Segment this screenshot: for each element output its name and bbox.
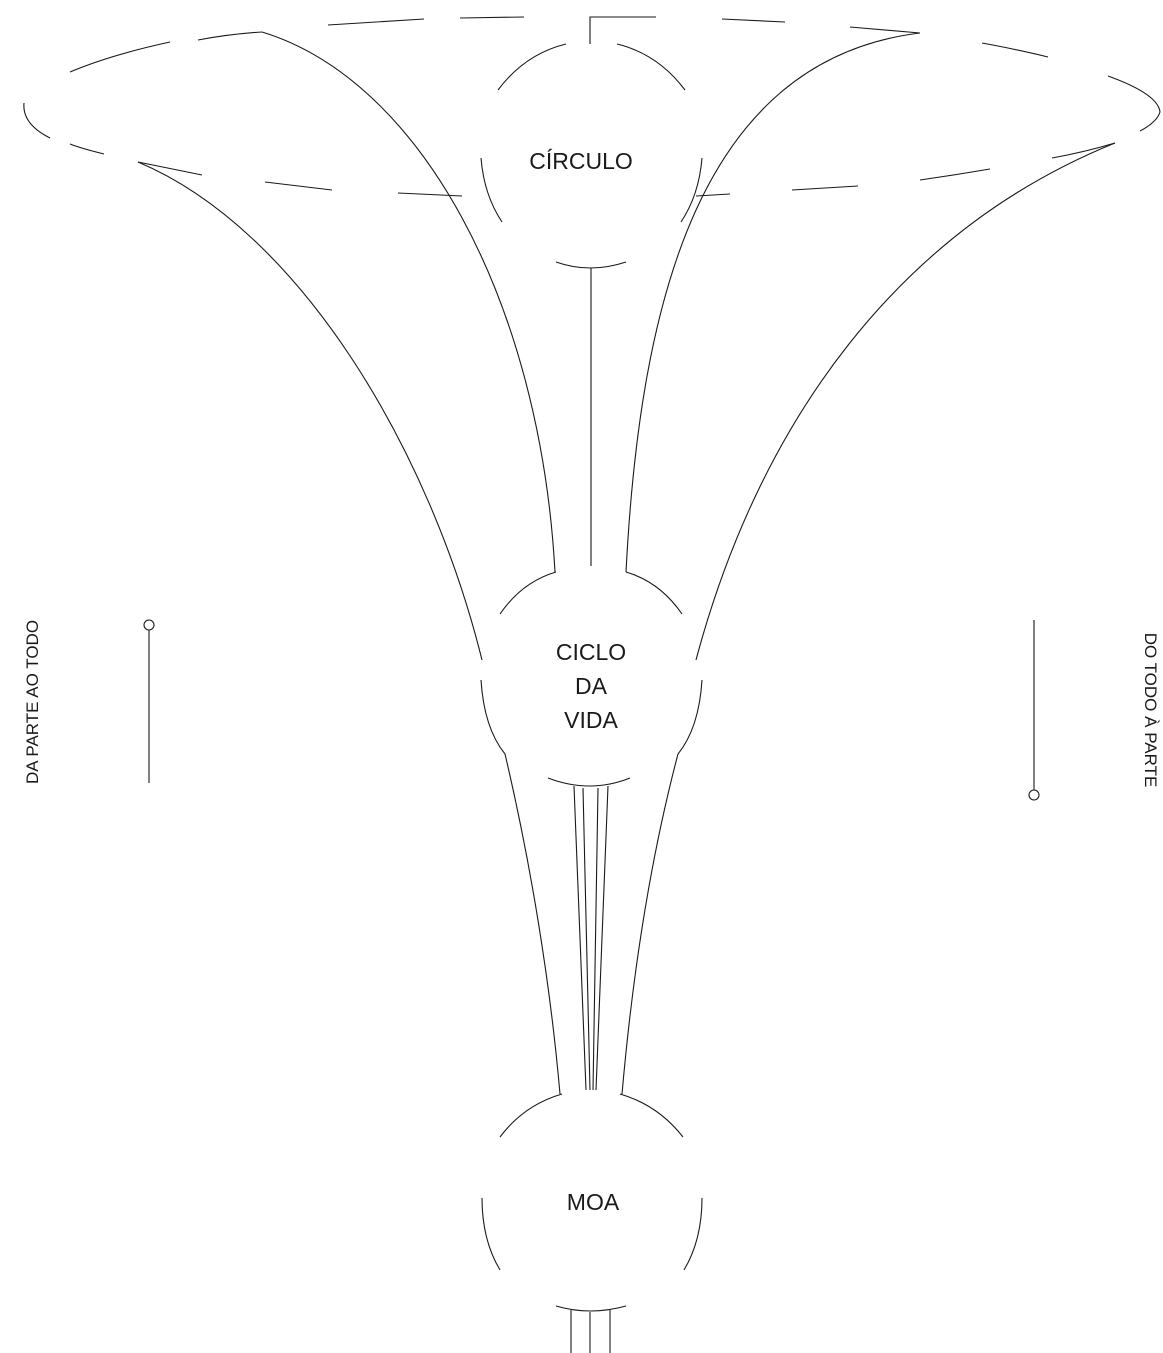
right-indicator-dot bbox=[1029, 790, 1039, 800]
label-ciclo-line3: VIDA bbox=[564, 707, 618, 733]
right-indicator bbox=[1029, 620, 1039, 800]
moa-stem bbox=[571, 1310, 610, 1353]
label-ciclo-line2: DA bbox=[575, 673, 608, 699]
left-indicator bbox=[144, 620, 154, 783]
label-ciclo-line1: CICLO bbox=[556, 639, 626, 665]
left-indicator-dot bbox=[144, 620, 154, 630]
lower-curves bbox=[505, 754, 678, 1094]
outer-curves bbox=[138, 32, 1115, 660]
label-left-side: DA PARTE AO TODO bbox=[23, 620, 42, 784]
label-circulo: CÍRCULO bbox=[529, 148, 633, 174]
label-right-side: DO TODO À PARTE bbox=[1141, 633, 1160, 788]
label-moa: MOA bbox=[567, 1189, 620, 1215]
